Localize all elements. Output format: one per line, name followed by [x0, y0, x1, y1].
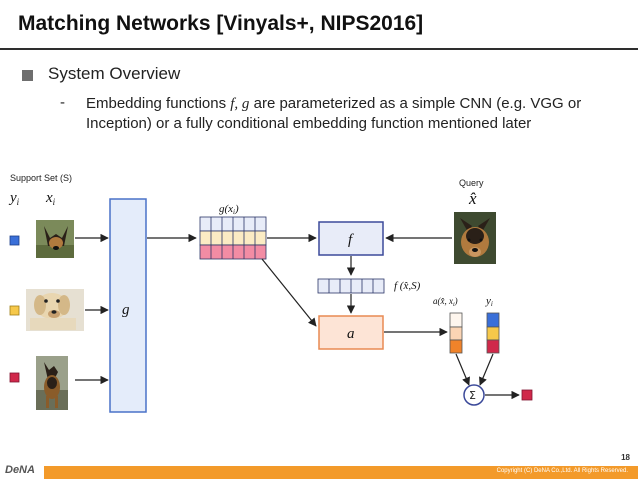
fxs-label: f (x̂,S) [394, 280, 421, 292]
axi-label: a(x̂, xi) [433, 296, 458, 308]
gx-label-sub: i [233, 208, 235, 216]
sub-text-part-2: are parameterized as a simple CNN (e.g. … [86, 95, 582, 132]
axi-label-main: a(x̂, x [433, 296, 453, 306]
query-label: Query [459, 178, 484, 188]
class-square-red [9, 372, 20, 383]
f-block-label: f [348, 232, 354, 248]
arrow-gx-to-a [261, 258, 317, 327]
sub-text-part-1: Embedding functions [86, 95, 231, 112]
yi-left-main: y [8, 190, 17, 206]
class-square-yellow [9, 305, 20, 316]
gx-embedding-grid [199, 216, 267, 260]
logo-background [0, 463, 44, 479]
sub-bullet-text: Embedding functions f, g are parameteriz… [86, 94, 606, 133]
xi-left-label: xi [45, 190, 56, 207]
page-number: 18 [621, 453, 630, 462]
slide-title: Matching Networks [Vinyals+, NIPS2016] [18, 12, 424, 35]
gx-label: g(xi) [219, 203, 239, 216]
xhat-label: x̂ [468, 189, 477, 208]
a-attention-block [318, 315, 384, 350]
axi-label-sub: i [453, 302, 455, 308]
g-block-label: g [122, 302, 130, 318]
title-divider [0, 48, 638, 50]
support-set-label: Support Set (S) [10, 173, 72, 183]
query-image [454, 212, 496, 264]
bullet-square-icon [22, 70, 33, 81]
arrow-yi-to-sum [479, 353, 494, 386]
output-class-square [521, 389, 533, 401]
copyright-text: Copyright (C) DeNA Co.,Ltd. All Rights R… [496, 468, 628, 474]
sum-node [463, 384, 485, 406]
sum-symbol: Σ [469, 389, 476, 402]
yi-right-label: yi [485, 295, 493, 308]
support-image-3 [36, 356, 68, 410]
footer-band [0, 466, 638, 479]
support-image-2 [26, 289, 84, 331]
gx-label-main: g(x [219, 203, 233, 215]
support-image-1 [36, 220, 74, 258]
matching-network-diagram: Support Set (S) Query yi xi g g(xi) f a … [8, 173, 533, 413]
yi-right-main: y [485, 295, 491, 307]
f-encoder-block [318, 221, 384, 256]
gx-label-close: ) [234, 203, 239, 215]
a-block-label: a [347, 326, 355, 342]
class-square-blue [9, 235, 20, 246]
dena-logo: DeNA [5, 464, 35, 476]
yi-label-column [486, 312, 500, 354]
bullet-system-overview: System Overview [48, 64, 181, 83]
axi-label-close: ) [454, 296, 458, 306]
yi-right-sub: i [491, 300, 493, 308]
fxs-embedding-row [317, 278, 385, 294]
sub-text-fg: f, g [230, 96, 250, 112]
yi-left-label: yi [8, 190, 20, 207]
sub-bullet-dash: - [60, 94, 65, 111]
arrow-weights-to-sum [455, 353, 470, 386]
yi-left-sub: i [17, 197, 20, 207]
attention-weights-column [449, 312, 463, 354]
g-encoder-block [109, 198, 147, 413]
xi-left-main: x [45, 190, 53, 206]
xi-left-sub: i [53, 197, 56, 207]
